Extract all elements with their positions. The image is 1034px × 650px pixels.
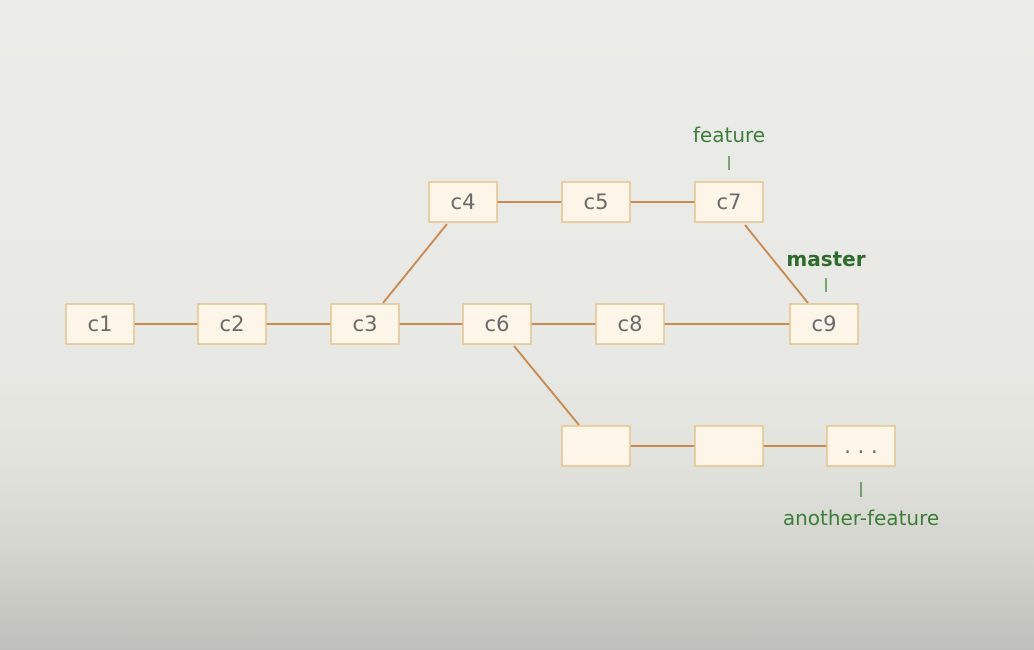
commit-label: c3	[353, 312, 378, 336]
edges-layer	[134, 201, 827, 447]
commit-node-c9: c9	[789, 303, 859, 345]
commit-label: . . .	[844, 434, 877, 458]
commit-node-c4: c4	[428, 181, 498, 223]
nodes-layer: c1 c2 c3 c4 c5 c7 c6 c8 c9 . . .	[65, 181, 896, 467]
commit-box	[694, 425, 764, 467]
branch-ticks-layer	[728, 156, 862, 497]
commit-box	[65, 303, 135, 345]
commit-box	[694, 181, 764, 223]
commit-label: c9	[812, 312, 837, 336]
commit-box	[197, 303, 267, 345]
commit-node-n1	[561, 425, 631, 467]
commit-node-c6: c6	[462, 303, 532, 345]
commit-box	[330, 303, 400, 345]
commit-box	[561, 425, 631, 467]
branch-label-master: master	[786, 247, 865, 271]
edge-c6-n1	[513, 345, 580, 426]
branch-label-another-feature: another-feature	[783, 506, 939, 530]
commit-label: c8	[618, 312, 643, 336]
commit-node-c3: c3	[330, 303, 400, 345]
commit-label: c6	[485, 312, 510, 336]
commit-label: c7	[717, 190, 742, 214]
edge-c7-c9	[744, 224, 809, 304]
commit-node-c7: c7	[694, 181, 764, 223]
commit-node-n2	[694, 425, 764, 467]
branch-labels-layer: feature master another-feature	[693, 123, 939, 530]
commit-node-c8: c8	[595, 303, 665, 345]
commit-box	[789, 303, 859, 345]
commit-node-c5: c5	[561, 181, 631, 223]
edge-c3-c4	[382, 223, 448, 304]
commit-label: c5	[584, 190, 609, 214]
commit-node-c2: c2	[197, 303, 267, 345]
commit-box	[428, 181, 498, 223]
commit-box	[826, 425, 896, 467]
commit-box	[561, 181, 631, 223]
commit-label: c4	[451, 190, 476, 214]
commit-node-c1: c1	[65, 303, 135, 345]
commit-box	[595, 303, 665, 345]
commit-label: c2	[220, 312, 245, 336]
branch-label-feature: feature	[693, 123, 765, 147]
commit-node-n3: . . .	[826, 425, 896, 467]
commit-box	[462, 303, 532, 345]
commit-label: c1	[88, 312, 113, 336]
